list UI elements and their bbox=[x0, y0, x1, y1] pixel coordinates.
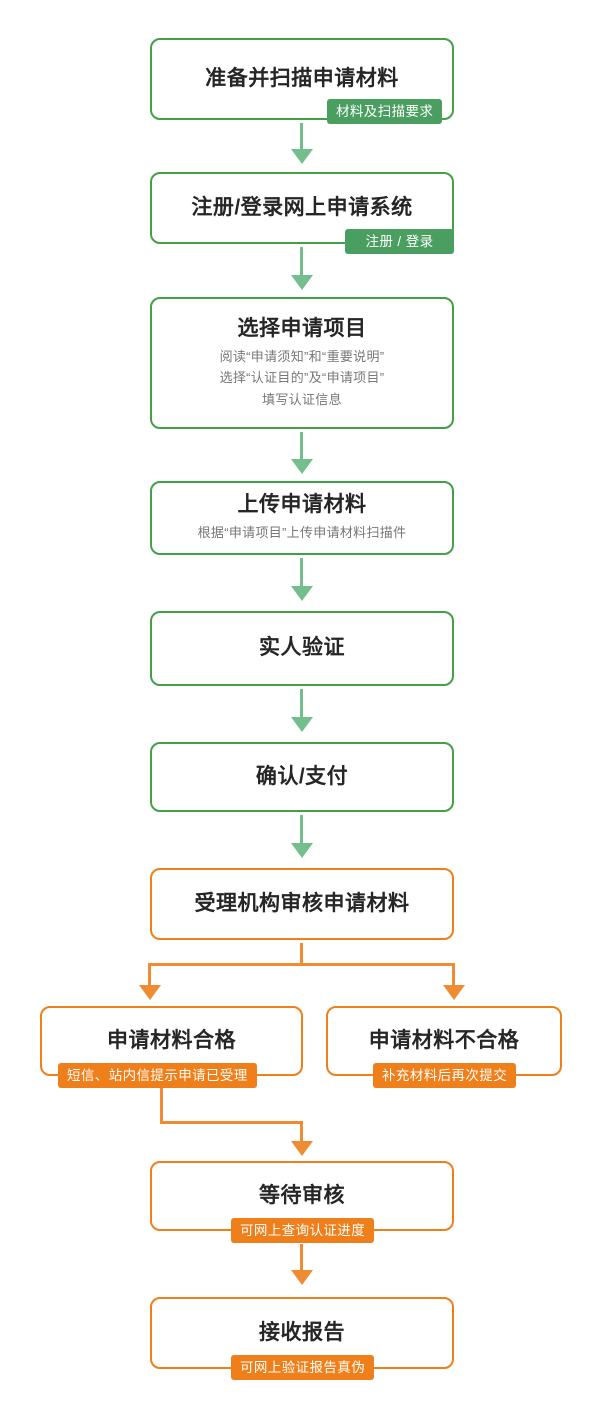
node-prepare-scan[interactable]: 准备并扫描申请材料 bbox=[150, 38, 454, 120]
connector-arrow-down bbox=[291, 717, 313, 732]
connector-line bbox=[300, 689, 303, 719]
node-subtext-line: 阅读“申请须知”和“重要说明” bbox=[219, 348, 385, 364]
node-title: 接收报告 bbox=[259, 1320, 345, 1344]
connector-line bbox=[300, 943, 303, 965]
node-title: 选择申请项目 bbox=[237, 316, 367, 340]
node-subtext-line: 选择“认证目的”及“申请项目” bbox=[219, 370, 385, 386]
badge-register-login[interactable]: 注册 / 登录 bbox=[345, 229, 454, 254]
node-await-review[interactable]: 等待审核 bbox=[150, 1161, 454, 1231]
node-upload-materials[interactable]: 上传申请材料 根据“申请项目”上传申请材料扫描件 bbox=[150, 481, 454, 555]
connector-arrow-down bbox=[291, 1141, 313, 1156]
node-title: 申请材料合格 bbox=[107, 1028, 236, 1052]
node-subtext: 根据“申请项目”上传申请材料扫描件 bbox=[198, 522, 407, 543]
node-subtext-line: 填写认证信息 bbox=[262, 391, 342, 407]
connector-arrow-down bbox=[291, 1270, 313, 1285]
connector-line bbox=[300, 123, 303, 151]
node-receive-report[interactable]: 接收报告 bbox=[150, 1297, 454, 1369]
connector-line bbox=[300, 1121, 303, 1143]
connector-arrow-down bbox=[291, 149, 313, 164]
connector-line bbox=[148, 963, 151, 987]
node-real-person-verify[interactable]: 实人验证 bbox=[150, 611, 454, 686]
badge-material-scan-requirements[interactable]: 材料及扫描要求 bbox=[327, 99, 443, 124]
connector-line bbox=[160, 1088, 163, 1123]
connector-line bbox=[300, 558, 303, 588]
badge-resubmit-materials[interactable]: 补充材料后再次提交 bbox=[373, 1063, 517, 1088]
connector-line bbox=[300, 432, 303, 461]
connector-line bbox=[300, 1244, 303, 1272]
connector-arrow-down bbox=[291, 586, 313, 601]
node-title: 确认/支付 bbox=[255, 764, 349, 788]
badge-check-progress-online[interactable]: 可网上查询认证进度 bbox=[231, 1218, 375, 1243]
connector-arrow-down bbox=[443, 985, 465, 1000]
node-title: 实人验证 bbox=[259, 636, 345, 660]
node-title: 准备并扫描申请材料 bbox=[205, 66, 399, 90]
connector-line bbox=[300, 815, 303, 845]
node-title: 受理机构审核申请材料 bbox=[194, 891, 410, 915]
connector-arrow-down bbox=[291, 275, 313, 290]
connector-arrow-down bbox=[139, 985, 161, 1000]
connector-arrow-down bbox=[291, 843, 313, 858]
connector-line-horizontal bbox=[148, 963, 455, 966]
badge-verify-report-online[interactable]: 可网上验证报告真伪 bbox=[231, 1355, 375, 1380]
node-subtext-line: 根据“申请项目”上传申请材料扫描件 bbox=[197, 525, 407, 541]
node-title: 等待审核 bbox=[259, 1183, 345, 1207]
node-agency-review[interactable]: 受理机构审核申请材料 bbox=[150, 868, 454, 940]
node-title: 注册/登录网上申请系统 bbox=[191, 195, 413, 219]
connector-line bbox=[452, 963, 455, 987]
node-title: 上传申请材料 bbox=[237, 493, 367, 517]
node-select-item[interactable]: 选择申请项目 阅读“申请须知”和“重要说明” 选择“认证目的”及“申请项目” 填… bbox=[150, 297, 454, 429]
connector-arrow-down bbox=[291, 459, 313, 474]
connector-line-horizontal bbox=[160, 1121, 303, 1124]
connector-line bbox=[300, 247, 303, 277]
node-subtext: 阅读“申请须知”和“重要说明” 选择“认证目的”及“申请项目” 填写认证信息 bbox=[220, 346, 385, 410]
node-confirm-pay[interactable]: 确认/支付 bbox=[150, 742, 454, 812]
badge-sms-notification[interactable]: 短信、站内信提示申请已受理 bbox=[58, 1063, 257, 1088]
node-title: 申请材料不合格 bbox=[368, 1028, 520, 1052]
